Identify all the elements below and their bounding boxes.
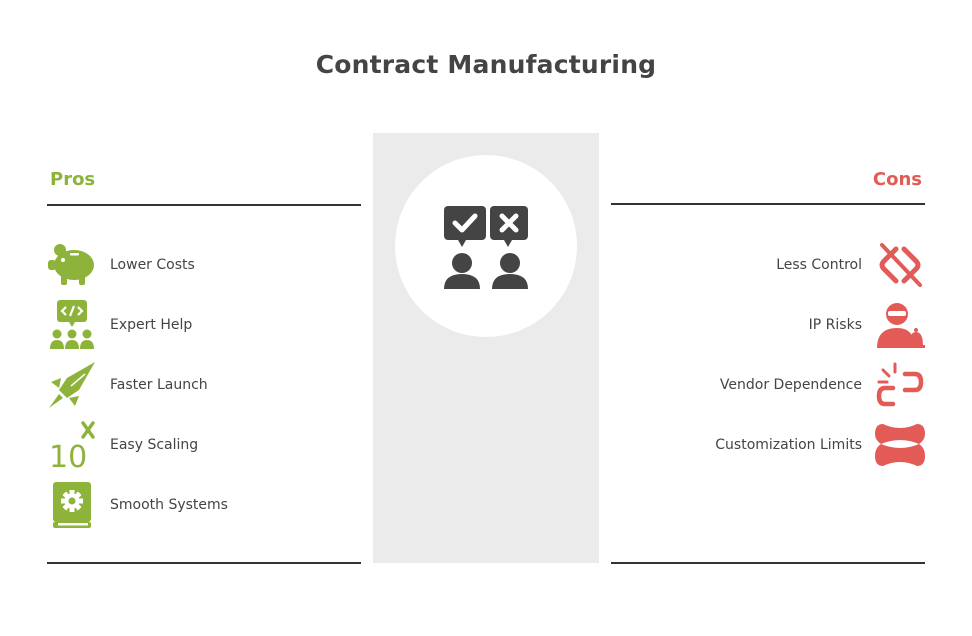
con-item-vendor-dependence: Vendor Dependence: [720, 360, 926, 410]
con-item-label: IP Risks: [808, 317, 862, 333]
con-item-customization-limits: Customization Limits: [715, 420, 926, 470]
pro-item-smooth-systems: Smooth Systems: [46, 480, 228, 530]
pro-item-label: Smooth Systems: [110, 497, 228, 513]
diagram-title: Contract Manufacturing: [315, 50, 657, 79]
cons-bottom-rule: [611, 562, 925, 564]
pros-bottom-rule: [47, 562, 361, 564]
pro-item-expert-help: Expert Help: [46, 300, 192, 350]
pro-item-lower-costs: Lower Costs: [46, 240, 195, 290]
cons-heading: Cons: [872, 169, 922, 190]
gear-book-icon: [46, 479, 98, 531]
pro-item-label: Lower Costs: [110, 257, 195, 273]
pro-item-faster-launch: Faster Launch: [46, 360, 208, 410]
broken-link-icon: [874, 239, 926, 291]
pros-cons-people-icon: [444, 206, 528, 289]
con-item-ip-risks: IP Risks: [809, 300, 926, 350]
con-item-less-control: Less Control: [776, 240, 926, 290]
rocket-icon: [46, 359, 98, 411]
con-item-label: Customization Limits: [715, 437, 862, 453]
con-item-label: Vendor Dependence: [719, 377, 862, 393]
center-circle: [395, 155, 577, 337]
pro-item-label: Expert Help: [110, 317, 193, 333]
piggy-bank-icon: [46, 239, 98, 291]
cons-top-rule: [611, 203, 925, 205]
ten-x-icon: 10: [46, 419, 98, 471]
ten-x-number: 10: [49, 440, 87, 469]
con-item-label: Less Control: [776, 257, 862, 273]
pro-item-label: Easy Scaling: [110, 437, 199, 453]
thief-alarm-icon: [874, 299, 926, 351]
constrained-shape-icon: [874, 419, 926, 471]
pro-item-label: Faster Launch: [110, 377, 208, 393]
pros-heading: Pros: [50, 169, 96, 190]
code-team-icon: [46, 299, 98, 351]
pro-item-easy-scaling: 10 Easy Scaling: [46, 420, 198, 470]
unlinked-chain-icon: [874, 359, 926, 411]
pros-top-rule: [47, 204, 361, 206]
